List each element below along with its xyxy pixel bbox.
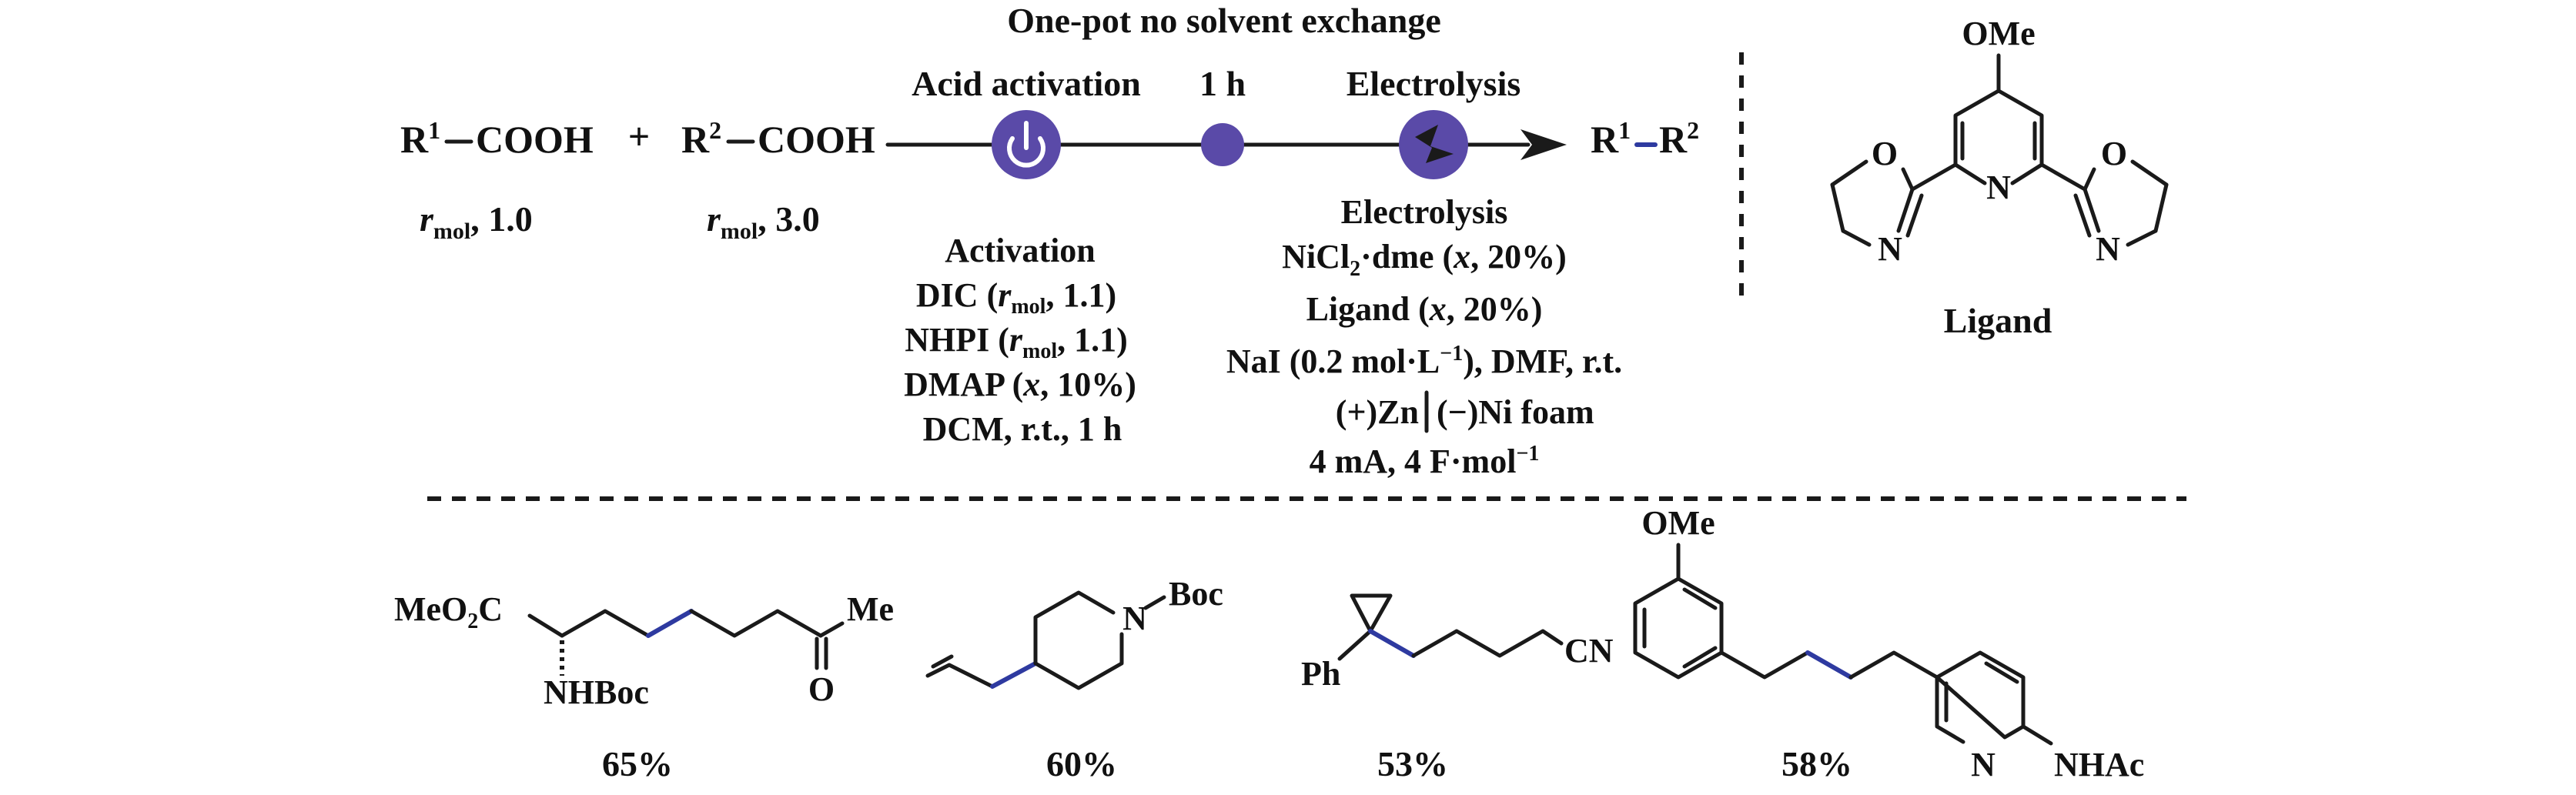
svg-text:NHPI (rmol, 1.1): NHPI (rmol, 1.1) [905,321,1128,363]
activation-conditions: Activation DIC (rmol, 1.1) NHPI (rmol, 1… [904,232,1136,448]
header-text: One-pot no solvent exchange [1007,1,1441,40]
example-1-yield: 65% [602,744,673,783]
svg-text:N: N [1122,600,1147,637]
svg-text:DMAP (x, 10%): DMAP (x, 10%) [904,366,1136,403]
svg-text:CN: CN [1564,632,1614,670]
svg-text:R1: R1 [400,116,440,161]
example-3-yield: 53% [1377,744,1448,783]
svg-text:N: N [2096,230,2120,268]
svg-text:NHAc: NHAc [2054,746,2144,783]
power-icon [992,110,1061,179]
svg-text:R2: R2 [1659,116,1699,161]
example-4-structure: OMe N NHAc [1633,504,2144,783]
svg-text:Ph: Ph [1301,655,1340,693]
svg-text:DIC (rmol, 1.1): DIC (rmol, 1.1) [916,276,1116,319]
svg-text:COOH: COOH [476,118,594,161]
ratio-reactant-1: rmol, 1.0 [420,199,533,244]
lightning-icon [1399,110,1468,179]
svg-text:4 mA, 4 F·mol−1: 4 mA, 4 F·mol−1 [1310,442,1540,480]
example-3-structure: Ph CN [1301,593,1614,693]
svg-text:Boc: Boc [1169,575,1223,613]
svg-text:N: N [1878,230,1902,268]
svg-text:R2: R2 [681,116,721,161]
plus-sign: + [628,115,651,158]
stage-acid-activation: Acid activation [912,64,1141,103]
svg-text:OMe: OMe [1962,15,2035,52]
electrolysis-conditions: Electrolysis NiCl2·dme (x, 20%) Ligand (… [1226,193,1622,480]
svg-text:(−)Ni foam: (−)Ni foam [1437,393,1594,431]
svg-text:Ligand (x, 20%): Ligand (x, 20%) [1306,290,1543,328]
svg-text:R1: R1 [1591,116,1631,161]
example-4-yield: 58% [1781,744,1852,783]
svg-text:O: O [1872,135,1898,172]
stage-time: 1 h [1199,64,1246,103]
svg-text:N: N [1971,746,1996,783]
product: R1 R2 [1591,116,1699,161]
reactant-1: R1 COOH [400,116,594,161]
ligand-caption: Ligand [1944,301,2052,340]
svg-text:NHBoc: NHBoc [544,673,649,711]
reaction-arrow-head [1521,129,1567,160]
svg-text:MeO2C: MeO2C [394,590,503,633]
svg-text:(+)Zn: (+)Zn [1336,393,1419,431]
svg-text:N: N [1986,169,2011,206]
stage-electrolysis: Electrolysis [1347,64,1521,103]
svg-text:O: O [808,670,835,708]
svg-text:COOH: COOH [758,118,875,161]
ratio-reactant-2: rmol, 3.0 [707,199,820,244]
reactant-2: R2 COOH [681,116,875,161]
svg-text:NiCl2·dme (x, 20%): NiCl2·dme (x, 20%) [1282,238,1567,281]
example-1-structure: MeO2C NHBoc Me O [394,590,894,711]
svg-text:OMe: OMe [1641,504,1715,542]
svg-text:Activation: Activation [945,232,1096,269]
svg-text:Me: Me [847,590,894,628]
svg-text:DCM, r.t., 1 h: DCM, r.t., 1 h [923,410,1122,448]
svg-text:Electrolysis: Electrolysis [1341,193,1508,231]
example-2-structure: N Boc [925,575,1223,690]
ligand-structure: OMe N O N O N Ligand [1830,15,2169,340]
example-2-yield: 60% [1046,744,1117,783]
svg-text:NaI (0.2 mol·L−1), DMF, r.t.: NaI (0.2 mol·L−1), DMF, r.t. [1226,342,1622,380]
timer-dot-icon [1201,123,1244,166]
svg-text:O: O [2101,135,2127,172]
